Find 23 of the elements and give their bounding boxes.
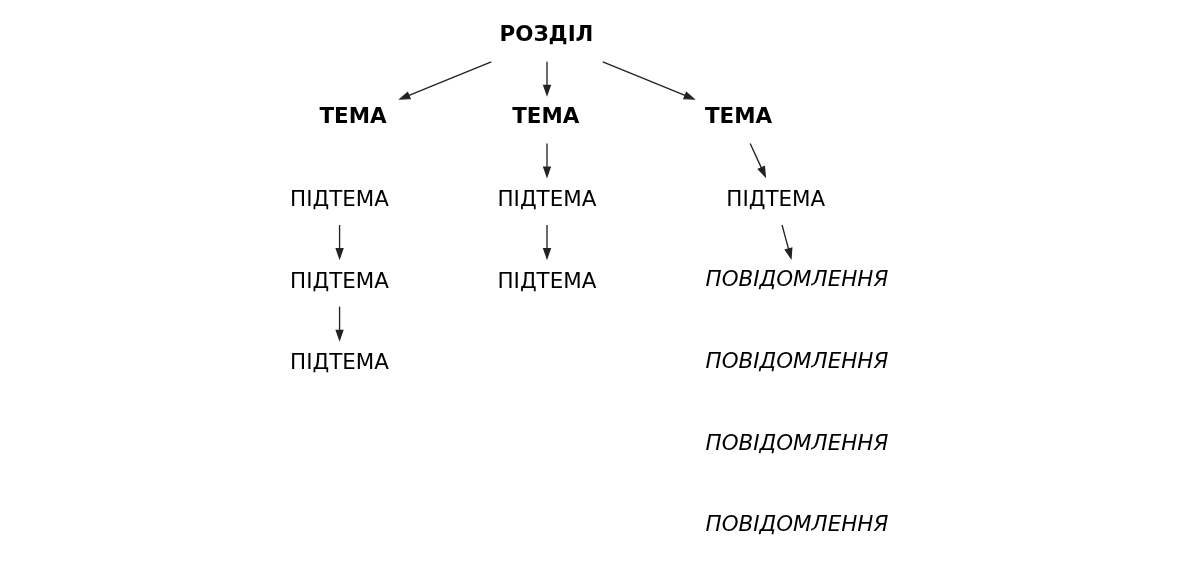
node-text: ПІДТЕМА — [497, 185, 597, 211]
arrow — [542, 142, 552, 179]
arrow — [542, 61, 552, 97]
node-text: ПІДТЕМА — [290, 349, 389, 375]
arrow — [749, 142, 767, 179]
node-text: ПІДТЕМА — [290, 185, 389, 211]
node-text: ПОВІДОМЛЕННЯ — [705, 347, 889, 373]
node-text: ПІДТЕМА — [290, 267, 389, 293]
node-text: ТЕМА — [704, 102, 773, 128]
node-text: ПОВІДОМЛЕННЯ — [705, 429, 889, 455]
node-text: ТЕМА — [319, 102, 387, 128]
arrow — [602, 61, 696, 100]
node-text: ТЕМА — [512, 102, 580, 128]
arrow — [335, 306, 344, 342]
node-text: ПОВІДОМЛЕННЯ — [705, 511, 889, 537]
node-text: ПІДТЕМА — [726, 185, 826, 211]
node-text: РОЗДІЛ — [499, 21, 594, 47]
arrow — [335, 224, 344, 261]
node-text: ПІДТЕМА — [497, 267, 597, 293]
arrow — [542, 224, 552, 261]
arrow — [398, 61, 492, 100]
node-text: ПОВІДОМЛЕННЯ — [705, 266, 889, 292]
arrow — [781, 224, 793, 261]
